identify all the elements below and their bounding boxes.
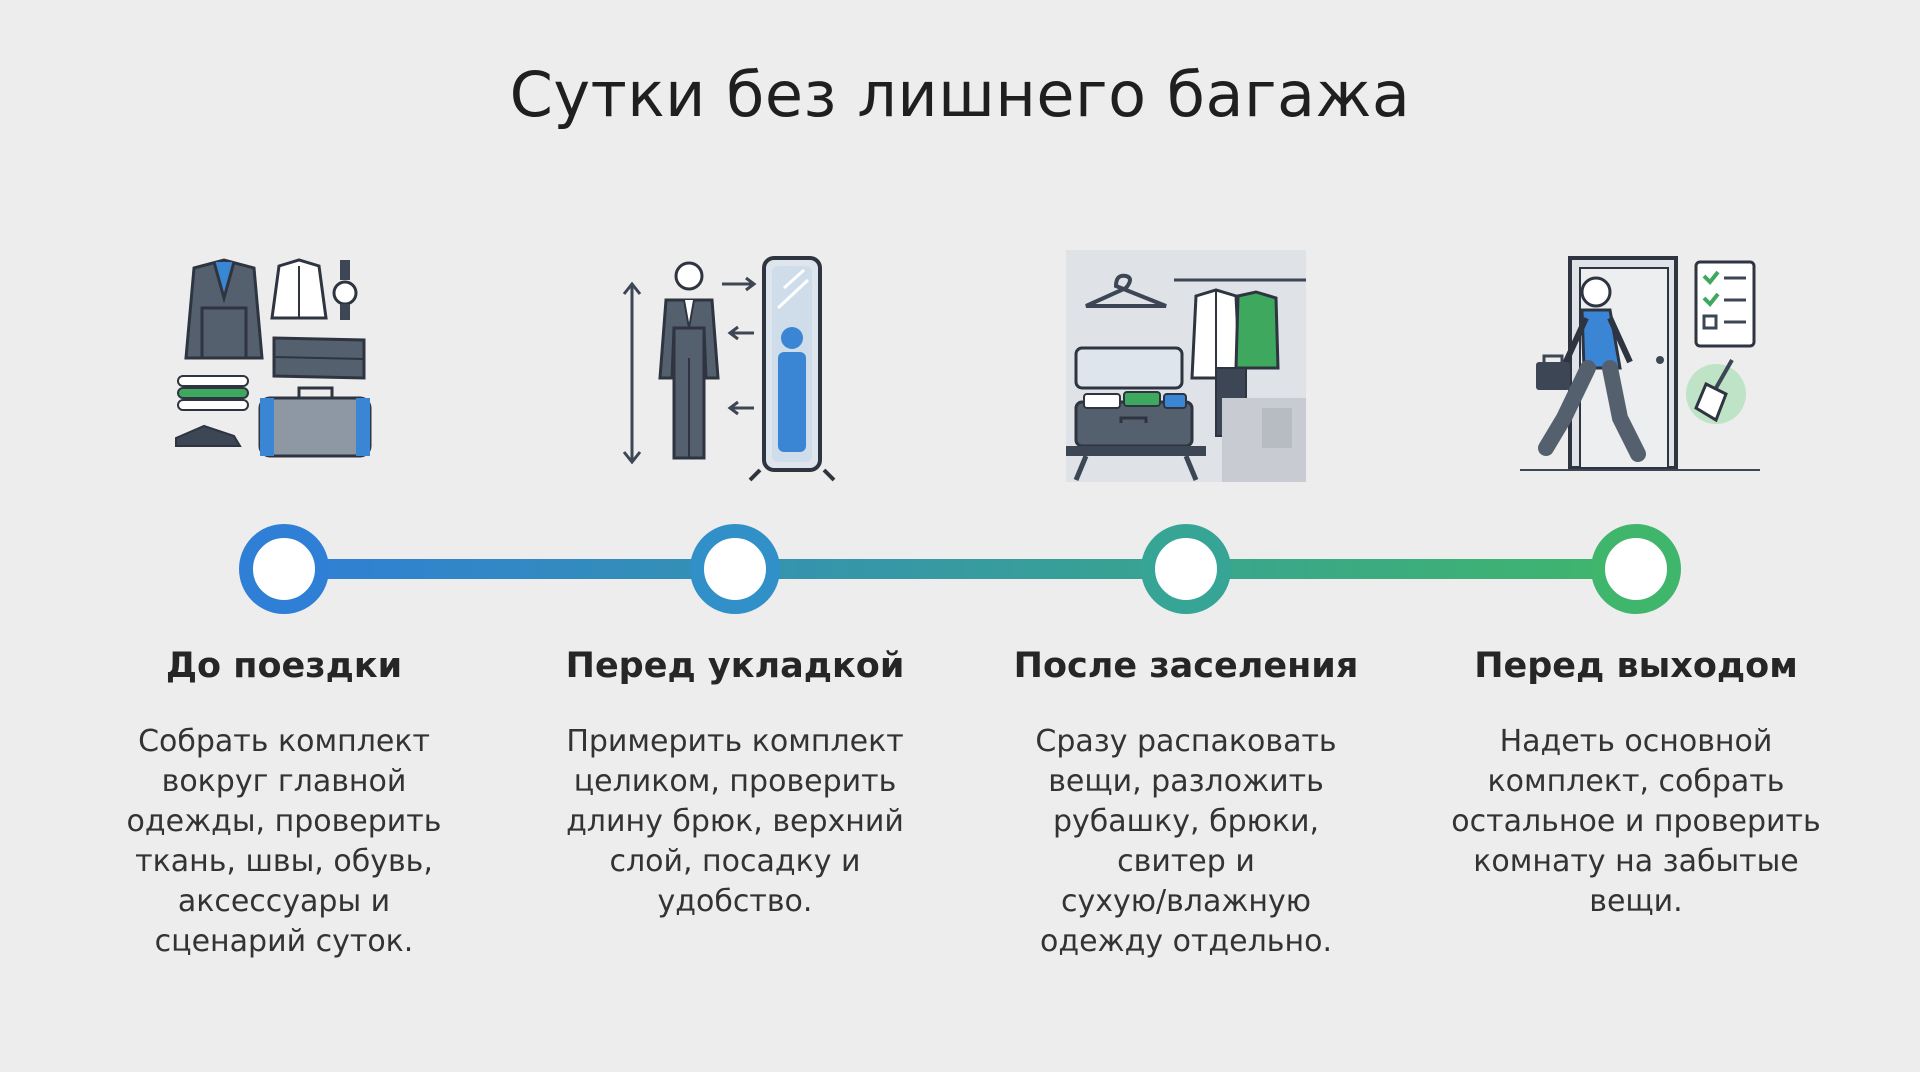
step-title-1: До поездки: [165, 646, 403, 686]
description-line: вокруг главной: [161, 764, 407, 799]
description-line: Примерить комплект: [566, 724, 904, 759]
description-line: одежды, проверить: [126, 804, 442, 839]
checkout-door-icon: [1520, 248, 1760, 488]
step-title-2: Перед укладкой: [565, 646, 905, 686]
mirror-fitting-icon: [614, 248, 854, 488]
description-line: длину брюк, верхний: [566, 804, 904, 839]
step-description-3: Сразу распаковать вещи, разложить рубашк…: [986, 722, 1386, 962]
timeline-line: [284, 559, 1636, 579]
timeline-node-1: [239, 524, 329, 614]
description-line: удобство.: [657, 884, 813, 919]
unpacking-hanger-icon: [1066, 248, 1306, 488]
step-description-1: Собрать комплект вокруг главной одежды, …: [84, 722, 484, 962]
timeline-node-2: [690, 524, 780, 614]
description-line: аксессуары и: [177, 884, 391, 919]
description-line: одежду отдельно.: [1039, 924, 1332, 959]
description-line: вещи, разложить: [1048, 764, 1324, 799]
description-line: сухую/влажную: [1060, 884, 1311, 919]
description-line: целиком, проверить: [573, 764, 897, 799]
description-line: вещи.: [1589, 884, 1683, 919]
step-title-3: После заселения: [1013, 646, 1359, 686]
step-description-2: Примерить комплект целиком, проверить дл…: [535, 722, 935, 922]
timeline-node-3: [1141, 524, 1231, 614]
description-line: слой, посадку и: [609, 844, 861, 879]
description-line: сценарий суток.: [154, 924, 414, 959]
description-line: Надеть основной: [1499, 724, 1773, 759]
outfit-flatlay-icon: [164, 248, 404, 488]
description-line: Сразу распаковать: [1035, 724, 1337, 759]
description-line: Собрать комплект: [138, 724, 430, 759]
timeline-node-4: [1591, 524, 1681, 614]
step-description-4: Надеть основной комплект, собрать осталь…: [1436, 722, 1836, 922]
description-line: комнату на забытые: [1473, 844, 1799, 879]
step-title-4: Перед выходом: [1474, 646, 1798, 686]
description-line: свитер и: [1117, 844, 1255, 879]
description-line: остальное и проверить: [1451, 804, 1821, 839]
page-title: Сутки без лишнего багажа: [509, 58, 1411, 131]
description-line: комплект, собрать: [1487, 764, 1785, 799]
description-line: ткань, швы, обувь,: [135, 844, 433, 879]
description-line: рубашку, брюки,: [1052, 804, 1320, 839]
